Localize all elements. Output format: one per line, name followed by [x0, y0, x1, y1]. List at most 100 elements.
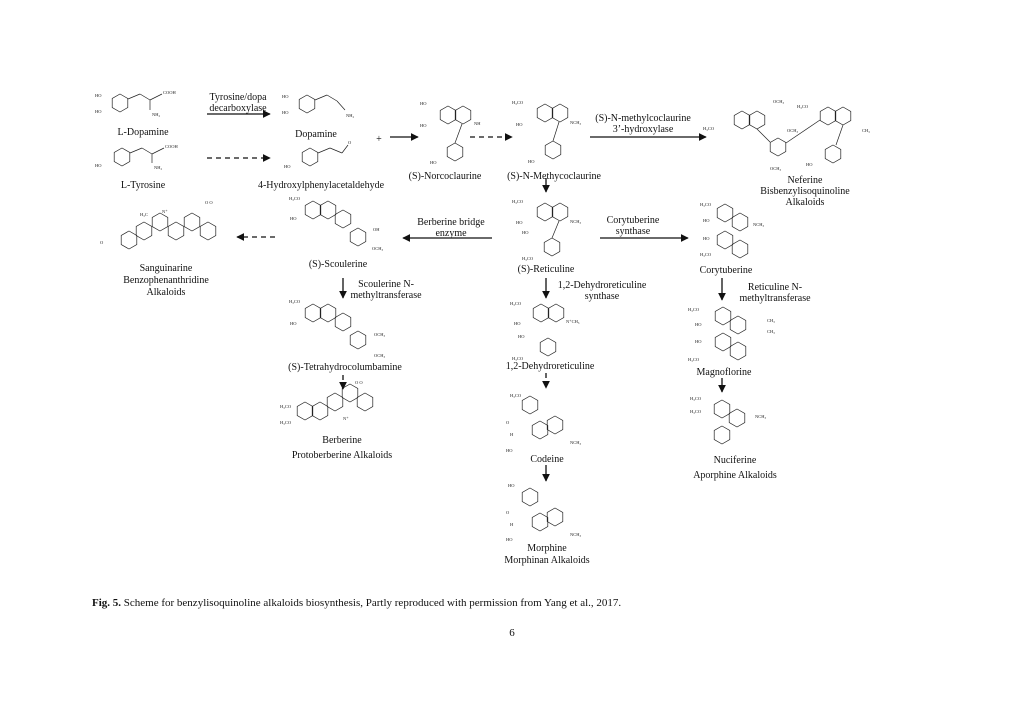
svg-text:OCH₃: OCH₃ — [374, 332, 386, 337]
label-berberine: Berberine — [322, 435, 362, 446]
svg-text:HO: HO — [806, 162, 813, 167]
svg-text:NCH₃: NCH₃ — [570, 219, 582, 224]
svg-text:H₃CO: H₃CO — [522, 256, 534, 261]
svg-text:H₃C: H₃C — [140, 212, 148, 217]
berberine-structure: H₃CO H₃CO N⁺ O O — [280, 380, 374, 425]
svg-text:HO: HO — [95, 163, 102, 168]
svg-text:HO: HO — [703, 236, 710, 241]
label-bisbenzyl-class-2: Alkaloids — [786, 197, 825, 208]
figure-label: Fig. 5. — [92, 597, 122, 609]
label-n-methylcoclaurine: (S)-N-Methycoclaurine — [507, 171, 601, 182]
svg-text:NH₂: NH₂ — [152, 112, 160, 117]
enzyme-snmt-line2: methyltransferase — [350, 290, 422, 301]
svg-text:O O: O O — [205, 200, 213, 205]
svg-text:OCH₃: OCH₃ — [787, 128, 799, 133]
label-aporphine-class: Aporphine Alkaloids — [693, 470, 777, 481]
svg-text:H₃CO: H₃CO — [512, 356, 524, 361]
svg-text:HO: HO — [516, 122, 523, 127]
dehydroreticuline-structure: H₃CO HO N⁺CH₃ HO H₃CO — [510, 301, 580, 361]
svg-text:OCH₃: OCH₃ — [374, 353, 386, 358]
label-l-tyrosine: L-Tyrosine — [121, 180, 166, 191]
svg-text:H: H — [510, 432, 514, 437]
svg-text:OCH₃: OCH₃ — [773, 99, 785, 104]
label-tetrahydrocolumbamine: (S)-Tetrahydrocolumbamine — [288, 362, 402, 373]
svg-text:HO: HO — [695, 339, 702, 344]
svg-text:H₃CO: H₃CO — [690, 396, 702, 401]
svg-text:HO: HO — [522, 230, 529, 235]
norcoclaurine-structure: HO HO NH HO — [420, 101, 481, 165]
tetrahydrocolumbamine-structure: H₃CO HO OCH₃ OCH₃ — [289, 299, 386, 358]
svg-text:NCH₃: NCH₃ — [755, 414, 767, 419]
dopamine-structure: HO HO NH₂ — [282, 94, 354, 118]
svg-text:O O: O O — [355, 380, 363, 385]
svg-text:O: O — [100, 240, 104, 245]
label-protoberberine-class: Protoberberine Alkaloids — [292, 450, 392, 461]
svg-text:HO: HO — [420, 123, 427, 128]
svg-text:NCH₃: NCH₃ — [753, 222, 765, 227]
svg-text:COOH: COOH — [165, 144, 179, 149]
l-dopamine-structure: HO HO COOH NH₂ — [95, 90, 177, 117]
label-nuciferine: Nuciferine — [714, 455, 757, 466]
svg-text:HO: HO — [290, 216, 297, 221]
svg-text:H₃CO: H₃CO — [688, 357, 700, 362]
svg-text:COOH: COOH — [163, 90, 177, 95]
svg-text:HO: HO — [516, 220, 523, 225]
svg-text:NCH₃: NCH₃ — [570, 120, 582, 125]
enzyme-rnmt-line2: methyltransferase — [739, 293, 811, 304]
svg-text:CH₃: CH₃ — [862, 128, 870, 133]
enzyme-nmcoh-line2: 3’-hydroxylase — [613, 124, 674, 135]
svg-text:HO: HO — [506, 537, 513, 542]
svg-text:NH₂: NH₂ — [346, 113, 354, 118]
svg-text:H₃CO: H₃CO — [289, 196, 301, 201]
svg-text:HO: HO — [290, 321, 297, 326]
n-methylcoclaurine-structure: H₃CO HO NCH₃ HO — [512, 100, 582, 164]
svg-text:O: O — [506, 420, 510, 425]
svg-text:HO: HO — [695, 322, 702, 327]
svg-text:NH: NH — [474, 121, 481, 126]
svg-text:NCH₃: NCH₃ — [570, 532, 582, 537]
codeine-structure: H₃CO O H HO NCH₃ — [506, 393, 582, 453]
label-hppa: 4-Hydroxylphenylacetaldehyde — [258, 180, 385, 191]
svg-text:HO: HO — [95, 109, 102, 114]
label-codeine: Codeine — [530, 454, 564, 465]
svg-text:HO: HO — [703, 218, 710, 223]
morphine-structure: HO O H HO NCH₃ — [506, 483, 582, 542]
svg-text:NCH₃: NCH₃ — [570, 440, 582, 445]
svg-text:CH₃: CH₃ — [767, 329, 775, 334]
label-magnoflorine: Magnoflorine — [697, 367, 753, 378]
svg-text:HO: HO — [284, 164, 291, 169]
enzyme-drs-line2: synthase — [585, 291, 620, 302]
svg-text:N⁺: N⁺ — [343, 416, 349, 421]
label-bisbenzyl-class-1: Bisbenzylisoquinoline — [760, 186, 850, 197]
svg-text:H₃CO: H₃CO — [703, 126, 715, 131]
svg-text:HO: HO — [514, 321, 521, 326]
svg-text:H₃CO: H₃CO — [280, 420, 292, 425]
svg-text:N⁺: N⁺ — [162, 209, 168, 214]
svg-text:N⁺CH₃: N⁺CH₃ — [566, 319, 580, 324]
enzyme-rnmt-line1: Reticuline N- — [748, 282, 802, 293]
svg-text:OH: OH — [373, 227, 380, 232]
svg-text:HO: HO — [506, 448, 513, 453]
enzyme-cts-line2: synthase — [616, 226, 651, 237]
svg-text:NH₂: NH₂ — [154, 165, 162, 170]
enzyme-bbe-line2: enzyme — [435, 228, 467, 239]
label-norcoclaurine: (S)-Norcoclaurine — [409, 171, 482, 182]
svg-text:H₃CO: H₃CO — [700, 202, 712, 207]
label-dopamine: Dopamine — [295, 129, 337, 140]
label-morphinan-class: Morphinan Alkaloids — [504, 555, 589, 566]
svg-text:H₃CO: H₃CO — [512, 100, 524, 105]
svg-text:H₃CO: H₃CO — [512, 199, 524, 204]
page-number: 6 — [509, 627, 515, 639]
label-benzophenanthridine-2: Alkaloids — [147, 287, 186, 298]
l-tyrosine-structure: HO COOH NH₂ — [95, 144, 179, 170]
figure-caption: Fig. 5. Scheme for benzylisoquinoline al… — [92, 597, 992, 609]
nuciferine-structure: H₃CO H₃CO NCH₃ — [690, 396, 767, 445]
svg-text:HO: HO — [95, 93, 102, 98]
svg-text:HO: HO — [430, 160, 437, 165]
svg-text:HO: HO — [282, 110, 289, 115]
svg-text:O: O — [506, 510, 510, 515]
svg-text:H: H — [510, 522, 514, 527]
figure-caption-text: Scheme for benzylisoquinoline alkaloids … — [123, 597, 622, 609]
sanguinarine-structure: H₃C N⁺ O O O — [100, 200, 217, 250]
svg-text:HO: HO — [528, 159, 535, 164]
